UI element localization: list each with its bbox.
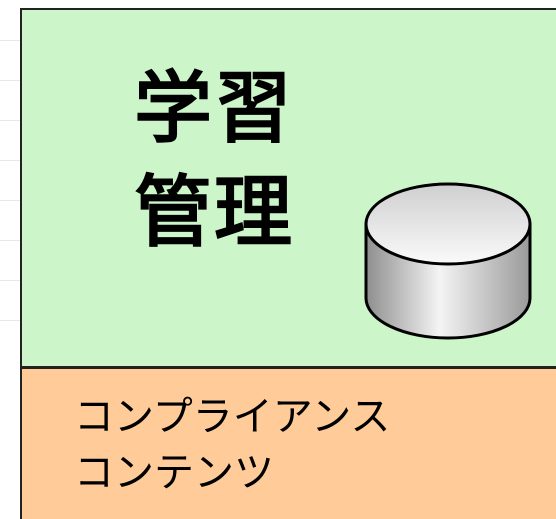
ruled-line: [0, 80, 20, 81]
database-top: [364, 182, 532, 266]
ruled-line: [0, 280, 20, 281]
ruled-line: [0, 240, 20, 241]
learning-management-title-line2: 管理: [134, 168, 295, 258]
learning-management-block: 学習 管理: [20, 8, 556, 368]
ruled-line: [0, 160, 20, 161]
database-cylinder-icon: [364, 182, 532, 340]
compliance-content-block: コンプライアンス コンテンツ: [20, 367, 556, 519]
compliance-label-line2: コンテンツ: [74, 450, 274, 496]
ruled-line: [0, 320, 20, 321]
ruled-line: [0, 120, 20, 121]
ruled-line: [0, 40, 20, 41]
learning-management-title-line1: 学習: [134, 64, 295, 154]
ruled-line: [0, 200, 20, 201]
compliance-label-line1: コンプライアンス: [74, 394, 391, 440]
